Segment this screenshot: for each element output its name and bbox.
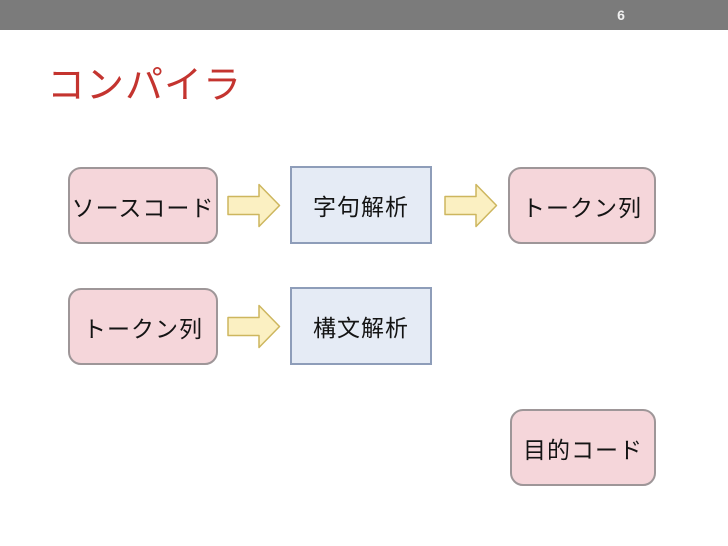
diagram-box-source-code: ソースコード — [68, 167, 218, 244]
right-arrow-icon — [444, 183, 498, 228]
diagram-box-label: トークン列 — [83, 315, 203, 342]
page-number: 6 — [617, 7, 625, 23]
diagram-box-label: 目的コード — [523, 436, 643, 463]
slide-header-bar — [0, 0, 728, 30]
diagram-box-lexical-analysis: 字句解析 — [290, 166, 432, 244]
slide-title: コンパイラ — [47, 65, 243, 107]
diagram-box-object-code: 目的コード — [510, 409, 656, 486]
diagram-box-label: トークン列 — [522, 194, 642, 221]
diagram-box-label: ソースコード — [71, 194, 215, 221]
diagram-box-label: 構文解析 — [313, 315, 409, 341]
right-arrow-icon — [227, 183, 281, 228]
right-arrow-icon — [227, 304, 281, 349]
diagram-box-label: 字句解析 — [313, 194, 409, 220]
diagram-box-token-stream-output: トークン列 — [508, 167, 656, 244]
diagram-box-token-stream-input: トークン列 — [68, 288, 218, 365]
diagram-box-syntax-analysis: 構文解析 — [290, 287, 432, 365]
